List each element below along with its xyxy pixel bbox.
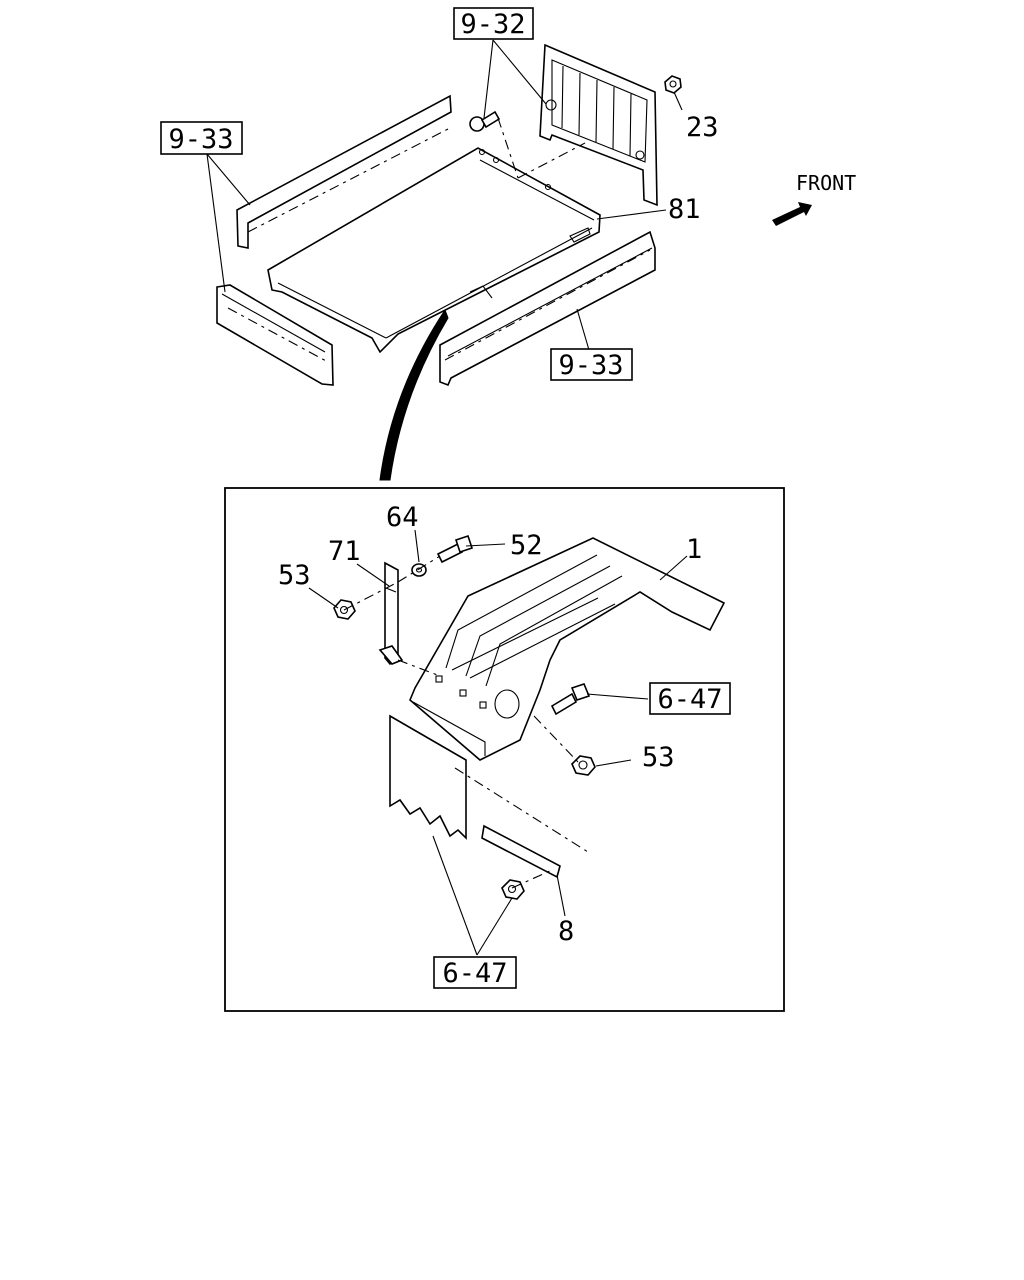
nut-part-53-right bbox=[571, 755, 596, 776]
mud-flap bbox=[389, 714, 467, 840]
front-direction-arrow: FRONT bbox=[772, 171, 856, 226]
ref-9-33-left-text: 9-33 bbox=[168, 124, 233, 155]
label-52: 52 bbox=[510, 530, 543, 561]
ref-9-33-right-text: 9-33 bbox=[558, 350, 623, 381]
side-panel-right bbox=[439, 230, 656, 387]
callout-ref-9-33-right: 9-33 bbox=[550, 348, 633, 381]
callout-ref-6-47-right: 6-47 bbox=[649, 682, 731, 715]
ref-6-47-right-text: 6-47 bbox=[657, 684, 722, 715]
label-53-right: 53 bbox=[642, 742, 675, 773]
bolt-part-52 bbox=[436, 534, 474, 564]
bolt-part-6-47 bbox=[550, 683, 591, 716]
ref-6-47-bottom-text: 6-47 bbox=[442, 958, 507, 989]
bolt-part-9-32 bbox=[469, 110, 501, 132]
plate-part-8 bbox=[481, 824, 561, 879]
headboard bbox=[539, 43, 658, 207]
bed-floor bbox=[267, 147, 601, 354]
mudguard-bracket bbox=[409, 537, 726, 761]
label-8: 8 bbox=[558, 916, 574, 947]
label-53-left: 53 bbox=[278, 560, 311, 591]
callout-ref-9-32: 9-32 bbox=[453, 7, 534, 40]
label-64: 64 bbox=[386, 502, 419, 533]
front-label: FRONT bbox=[796, 171, 856, 195]
label-71: 71 bbox=[328, 536, 361, 567]
truck-bed-assembly bbox=[206, 39, 683, 481]
nut-part-23 bbox=[664, 75, 682, 94]
ref-9-32-text: 9-32 bbox=[460, 9, 525, 40]
side-panel-left-lower bbox=[216, 284, 334, 386]
label-1: 1 bbox=[686, 534, 702, 565]
side-panel-left-upper bbox=[236, 94, 452, 249]
nut-part-6-47-bottom bbox=[501, 879, 525, 900]
mud-flap-bracket-detail bbox=[308, 529, 726, 956]
stay-plate-part-71 bbox=[378, 561, 404, 666]
detail-frame bbox=[224, 487, 785, 1012]
label-81: 81 bbox=[668, 194, 701, 225]
label-23: 23 bbox=[686, 112, 719, 143]
callout-ref-6-47-bottom: 6-47 bbox=[433, 956, 517, 989]
callout-ref-9-33-left: 9-33 bbox=[160, 121, 243, 155]
